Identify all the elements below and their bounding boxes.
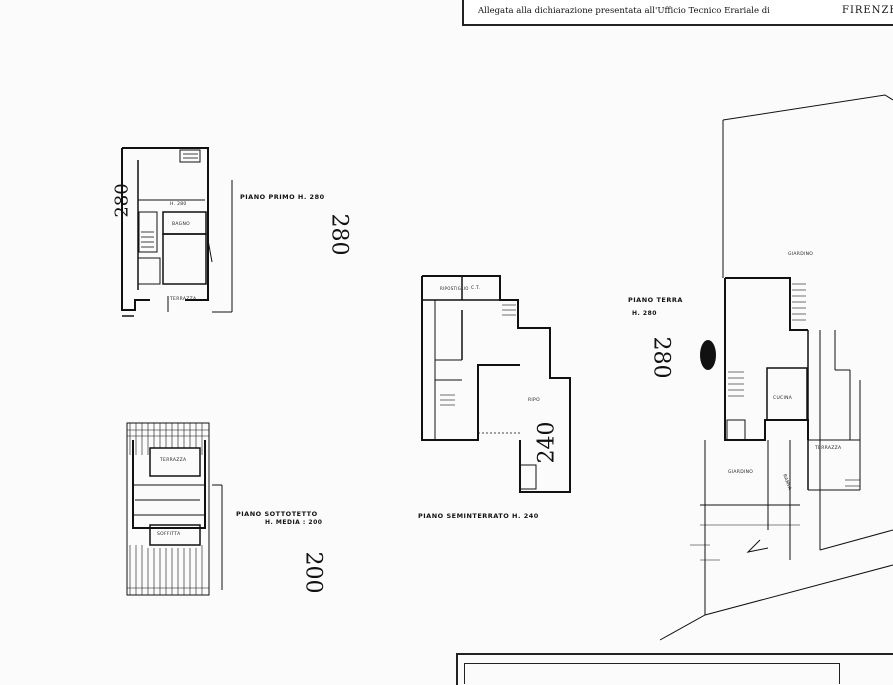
plan-seminterrato-title: PIANO SEMINTERRATO H. 240 <box>418 512 539 520</box>
plan-primo-title: PIANO PRIMO H. 280 <box>240 193 325 201</box>
plan-terra-subtitle: H. 280 <box>632 310 657 317</box>
plan-sottotetto-title: PIANO SOTTOTETTO <box>236 510 318 518</box>
floor-plans-drawing <box>121 94 893 641</box>
room-seminterrato-ripo: RIPO <box>528 398 540 403</box>
header-declaration-text: Allegata alla dichiarazione presentata a… <box>478 6 770 16</box>
room-primo-hall: H. 280 <box>170 202 187 207</box>
plan-sottotetto-hand-height: 200 <box>300 551 326 594</box>
room-sottotetto-soffitta: SOFFITTA <box>157 532 181 537</box>
document-footer-inner-frame <box>464 663 840 684</box>
plan-seminterrato-hand-height: 240 <box>534 421 560 464</box>
plan-seminterrato-walls <box>421 275 571 493</box>
terra-marker <box>700 340 716 370</box>
document-header: Allegata alla dichiarazione presentata a… <box>462 0 893 26</box>
plan-terra-title: PIANO TERRA <box>628 296 683 304</box>
room-terra-terrazza: TERRAZZA <box>815 446 842 451</box>
room-terra-giardino-bottom: GIARDINO <box>728 470 754 475</box>
plan-sottotetto-subtitle: H. MEDIA : 200 <box>265 519 323 526</box>
room-terra-cucina: CUCINA <box>773 396 793 401</box>
plan-primo-walls <box>121 147 233 317</box>
plan-sottotetto-walls <box>126 422 223 596</box>
room-seminterrato-ripostiglio: RIPOSTIGLIO <box>440 286 469 291</box>
room-terra-giardino-top: GIARDINO <box>788 252 814 257</box>
plan-primo-hand-height-left: 280 <box>111 183 133 218</box>
room-primo-bagno: BAGNO <box>172 222 190 227</box>
room-seminterrato-ct: C.T. <box>471 286 481 291</box>
header-city: FIRENZE <box>842 5 893 16</box>
plan-terra-walls <box>724 277 861 491</box>
plan-terra-hand-height: 280 <box>648 336 674 379</box>
plan-primo-hand-height: 280 <box>326 213 352 256</box>
room-sottotetto-terrazza: TERRAZZA <box>160 458 187 463</box>
document-footer-frame <box>456 653 893 685</box>
room-primo-terrazza: TERRAZZA <box>170 297 197 302</box>
